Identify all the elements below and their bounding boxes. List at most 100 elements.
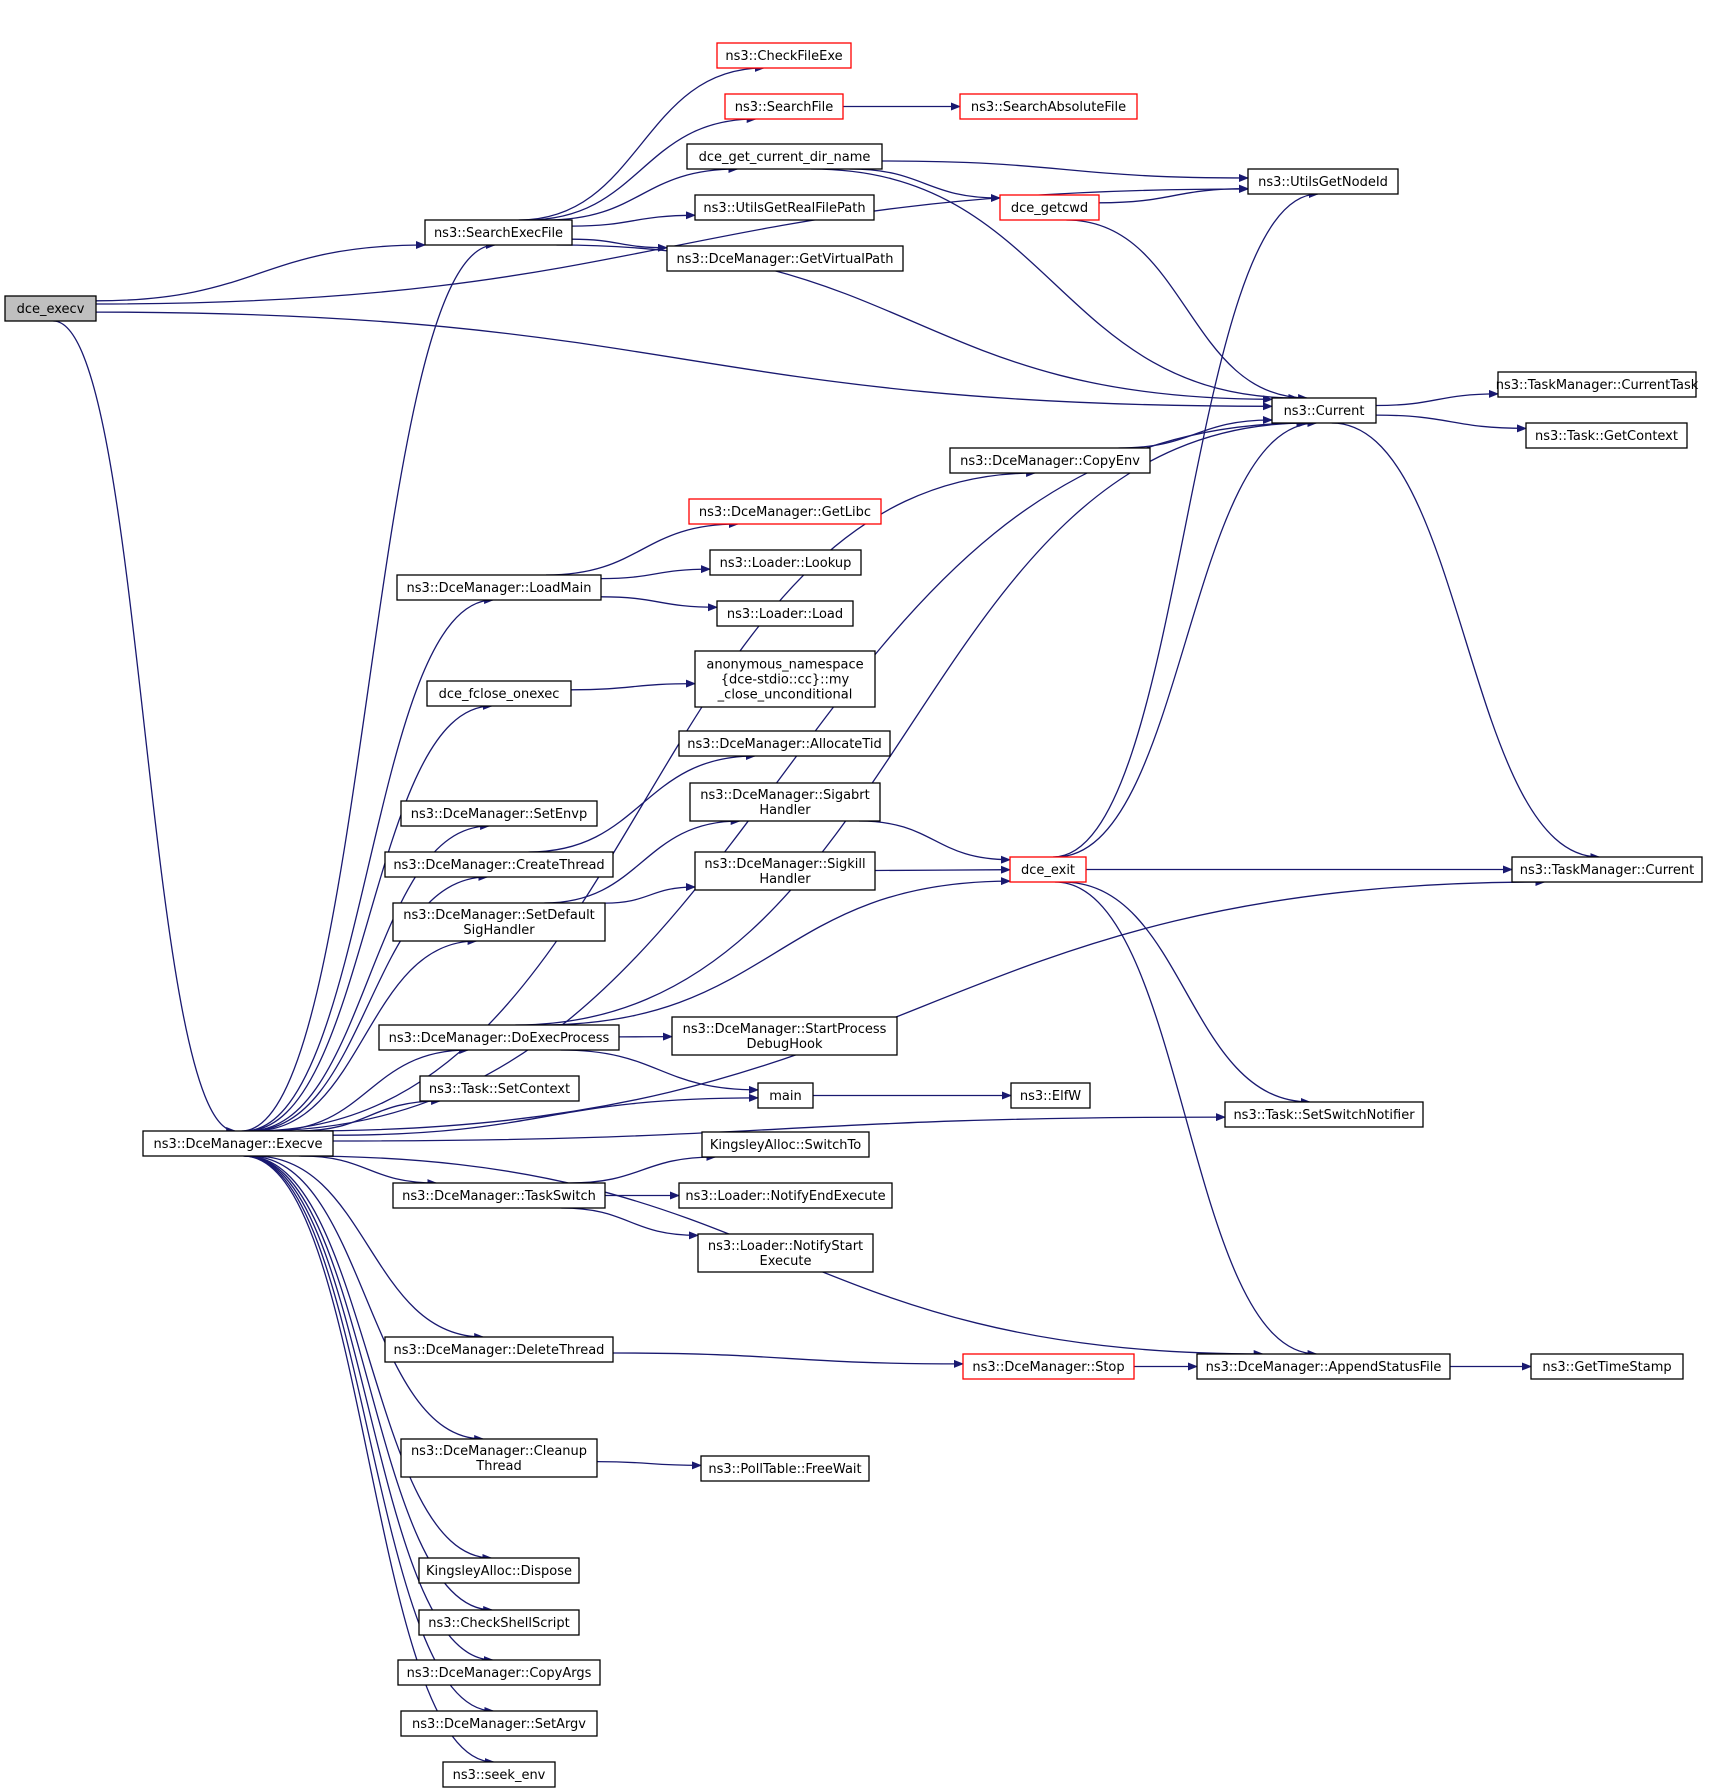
node-dce_getcwd[interactable]: dce_getcwd <box>999 194 1100 221</box>
node-box-searchabsolutefile[interactable] <box>959 93 1138 120</box>
node-box-searchfile[interactable] <box>724 93 844 120</box>
node-box-gettimestamp[interactable] <box>1530 1353 1684 1380</box>
node-box-freewait[interactable] <box>700 1455 870 1482</box>
node-box-cleanupthread[interactable] <box>400 1438 598 1478</box>
node-box-deletethread[interactable] <box>384 1336 614 1363</box>
node-box-seek_env[interactable] <box>442 1761 556 1788</box>
node-taskswitch[interactable]: ns3::DceManager::TaskSwitch <box>392 1182 606 1209</box>
node-copyargs[interactable]: ns3::DceManager::CopyArgs <box>397 1659 601 1686</box>
node-box-searchexecfile[interactable] <box>424 219 573 246</box>
node-doexecprocess[interactable]: ns3::DceManager::DoExecProcess <box>378 1024 620 1051</box>
node-box-loaderload[interactable] <box>716 600 854 627</box>
node-setswitchnotifier[interactable]: ns3::Task::SetSwitchNotifier <box>1224 1101 1424 1128</box>
node-box-createthread[interactable] <box>384 851 614 878</box>
node-box-sigkill[interactable] <box>694 851 876 891</box>
node-box-execve[interactable] <box>142 1130 334 1157</box>
node-box-stop[interactable] <box>962 1353 1135 1380</box>
node-box-utilsgetnodeid[interactable] <box>1247 168 1399 195</box>
node-tasksetcontext[interactable]: ns3::Task::SetContext <box>419 1075 580 1102</box>
node-box-kingsleydispose[interactable] <box>418 1557 580 1584</box>
node-box-doexecprocess[interactable] <box>378 1024 620 1051</box>
node-box-setargv[interactable] <box>400 1710 598 1737</box>
node-box-utilsgetrealfilepath[interactable] <box>694 194 875 221</box>
node-freewait[interactable]: ns3::PollTable::FreeWait <box>700 1455 870 1482</box>
node-gettimestamp[interactable]: ns3::GetTimeStamp <box>1530 1353 1684 1380</box>
node-deletethread[interactable]: ns3::DceManager::DeleteThread <box>384 1336 614 1363</box>
node-box-loadmain[interactable] <box>396 574 602 601</box>
node-box-notifyendexecute[interactable] <box>678 1182 893 1209</box>
node-stop[interactable]: ns3::DceManager::Stop <box>962 1353 1135 1380</box>
node-elfw[interactable]: ns3::ElfW <box>1010 1082 1091 1109</box>
node-kingsleyswitchto[interactable]: KingsleyAlloc::SwitchTo <box>701 1131 870 1158</box>
node-getlibc[interactable]: ns3::DceManager::GetLibc <box>688 498 882 525</box>
node-box-setenvp[interactable] <box>400 800 598 827</box>
node-searchexecfile[interactable]: ns3::SearchExecFile <box>424 219 573 246</box>
node-copyenv[interactable]: ns3::DceManager::CopyEnv <box>949 447 1151 474</box>
node-box-copyargs[interactable] <box>397 1659 601 1686</box>
node-box-tm_current[interactable] <box>1511 856 1703 883</box>
node-box-loaderlookup[interactable] <box>709 549 862 576</box>
node-box-dce_get_current_dir_name[interactable] <box>686 143 883 170</box>
node-tm_current[interactable]: ns3::TaskManager::Current <box>1511 856 1703 883</box>
node-box-setdefaultsig[interactable] <box>392 902 606 942</box>
node-box-taskswitch[interactable] <box>392 1182 606 1209</box>
node-box-notifystartexecute[interactable] <box>697 1233 874 1273</box>
node-searchfile[interactable]: ns3::SearchFile <box>724 93 844 120</box>
node-allocatetid[interactable]: ns3::DceManager::AllocateTid <box>678 730 891 757</box>
node-setargv[interactable]: ns3::DceManager::SetArgv <box>400 1710 598 1737</box>
node-utilsgetrealfilepath[interactable]: ns3::UtilsGetRealFilePath <box>694 194 875 221</box>
node-box-taskgetcontext[interactable] <box>1525 422 1688 449</box>
node-box-dce_execv[interactable] <box>4 295 97 322</box>
node-box-currenttask[interactable] <box>1497 371 1697 398</box>
node-checkshellscript[interactable]: ns3::CheckShellScript <box>418 1609 580 1636</box>
node-utilsgetnodeid[interactable]: ns3::UtilsGetNodeId <box>1247 168 1399 195</box>
node-dce_get_current_dir_name[interactable]: dce_get_current_dir_name <box>686 143 883 170</box>
node-box-allocatetid[interactable] <box>678 730 891 757</box>
node-box-sigabrt[interactable] <box>689 782 881 822</box>
node-box-dce_fclose_onexec[interactable] <box>426 680 572 707</box>
node-loaderload[interactable]: ns3::Loader::Load <box>716 600 854 627</box>
node-dce_execv[interactable]: dce_execv <box>4 295 97 322</box>
node-currenttask[interactable]: ns3::TaskManager::CurrentTask <box>1496 371 1699 398</box>
node-box-getlibc[interactable] <box>688 498 882 525</box>
node-getvirtualpath[interactable]: ns3::DceManager::GetVirtualPath <box>666 245 904 272</box>
node-checkfileexe[interactable]: ns3::CheckFileExe <box>716 42 852 69</box>
node-box-main[interactable] <box>757 1082 814 1109</box>
node-execve[interactable]: ns3::DceManager::Execve <box>142 1130 334 1157</box>
node-dce_exit[interactable]: dce_exit <box>1009 856 1087 883</box>
node-createthread[interactable]: ns3::DceManager::CreateThread <box>384 851 614 878</box>
node-box-checkshellscript[interactable] <box>418 1609 580 1636</box>
node-loadmain[interactable]: ns3::DceManager::LoadMain <box>396 574 602 601</box>
node-kingsleydispose[interactable]: KingsleyAlloc::Dispose <box>418 1557 580 1584</box>
node-box-copyenv[interactable] <box>949 447 1151 474</box>
node-current[interactable]: ns3::Current <box>1271 397 1377 424</box>
node-box-tasksetcontext[interactable] <box>419 1075 580 1102</box>
node-box-my_close[interactable] <box>694 650 876 708</box>
node-my_close[interactable]: anonymous_namespace{dce-stdio::cc}::my_c… <box>694 650 876 708</box>
node-box-dce_getcwd[interactable] <box>999 194 1100 221</box>
node-taskgetcontext[interactable]: ns3::Task::GetContext <box>1525 422 1688 449</box>
node-box-getvirtualpath[interactable] <box>666 245 904 272</box>
node-loaderlookup[interactable]: ns3::Loader::Lookup <box>709 549 862 576</box>
node-box-dce_exit[interactable] <box>1009 856 1087 883</box>
node-notifyendexecute[interactable]: ns3::Loader::NotifyEndExecute <box>678 1182 893 1209</box>
node-box-setswitchnotifier[interactable] <box>1224 1101 1424 1128</box>
node-seek_env[interactable]: ns3::seek_env <box>442 1761 556 1788</box>
node-main[interactable]: main <box>757 1082 814 1109</box>
node-box-kingsleyswitchto[interactable] <box>701 1131 870 1158</box>
node-box-checkfileexe[interactable] <box>716 42 852 69</box>
node-box-appendstatusfile[interactable] <box>1196 1353 1451 1380</box>
node-appendstatusfile[interactable]: ns3::DceManager::AppendStatusFile <box>1196 1353 1451 1380</box>
node-box-elfw[interactable] <box>1010 1082 1091 1109</box>
node-box-current[interactable] <box>1271 397 1377 424</box>
node-dce_fclose_onexec[interactable]: dce_fclose_onexec <box>426 680 572 707</box>
node-searchabsolutefile[interactable]: ns3::SearchAbsoluteFile <box>959 93 1138 120</box>
node-setenvp[interactable]: ns3::DceManager::SetEnvp <box>400 800 598 827</box>
node-box-startprocessdebug[interactable] <box>671 1016 898 1056</box>
